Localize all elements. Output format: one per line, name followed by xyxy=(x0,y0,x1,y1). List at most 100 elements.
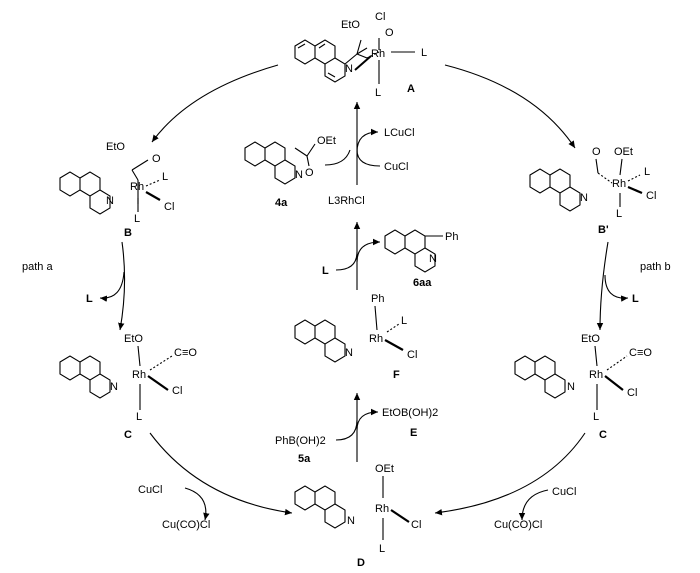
complex-F: Ph L Rh N Cl F xyxy=(294,293,417,381)
F-l-label: L xyxy=(401,315,407,327)
Bprime-rh-label: Rh xyxy=(612,178,626,190)
complex-C-left: EtO C≡O Rh N Cl L C xyxy=(59,333,197,441)
5a-formula-label: PhB(OH)2 xyxy=(275,435,326,447)
D-l-label: L xyxy=(379,543,385,555)
A-l-right-label: L xyxy=(421,47,427,59)
A-o-label: O xyxy=(385,27,394,39)
Bprime-oet-label: OEt xyxy=(614,146,633,158)
arrow-L-in xyxy=(335,251,358,271)
C-right-l-label: L xyxy=(593,411,599,423)
arrow-A-to-Bprime xyxy=(444,64,576,149)
A-cl-label: Cl xyxy=(375,11,385,23)
F-ph-label: Ph xyxy=(371,293,384,305)
arrow-A-to-B xyxy=(151,64,279,143)
6aa-ph-label: Ph xyxy=(445,231,458,243)
path-b-label: path b xyxy=(640,261,671,273)
complex-D: OEt Rh N Cl L D xyxy=(294,463,421,569)
B-n-label: N xyxy=(106,195,114,207)
B-rh-label: Rh xyxy=(130,181,144,193)
complex-A: EtO Cl O Rh L N L A xyxy=(294,11,427,99)
Bprime-l-label: L xyxy=(644,166,650,178)
A-eto-label: EtO xyxy=(341,19,360,31)
arrow-cucl-left xyxy=(184,487,210,521)
arrow-cucl-in-top xyxy=(356,149,381,167)
A-l-bottom-label: L xyxy=(375,87,381,99)
arrow-6aa-out xyxy=(356,238,381,263)
l-center-label: L xyxy=(322,265,329,277)
B-compound-label: B xyxy=(124,227,132,239)
arrow-E-out xyxy=(356,408,379,431)
F-cl-label: Cl xyxy=(407,349,417,361)
arrow-L-release-left xyxy=(99,271,125,302)
C-left-rh-label: Rh xyxy=(132,369,146,381)
4a-compound-label: 4a xyxy=(275,197,288,209)
C-left-compound-label: C xyxy=(124,429,132,441)
complex-Bprime: O OEt Rh L N Cl L B' xyxy=(529,146,656,236)
C-right-co-label: C≡O xyxy=(629,347,652,359)
D-compound-label: D xyxy=(357,557,365,569)
A-n-label: N xyxy=(345,63,353,75)
Bprime-l-bottom-label: L xyxy=(616,208,622,220)
D-oet-label: OEt xyxy=(375,463,394,475)
cucl-right-label: CuCl xyxy=(552,486,576,498)
l-right-label: L xyxy=(632,293,639,305)
A-rh-label: Rh xyxy=(371,48,385,60)
arrow-5a-in xyxy=(335,419,358,441)
4a-o-label: O xyxy=(305,167,314,179)
F-rh-label: Rh xyxy=(369,333,383,345)
6aa-compound-label: 6aa xyxy=(413,277,432,289)
B-l-label: L xyxy=(162,171,168,183)
complex-B: EtO O Rh L N L Cl B xyxy=(59,141,174,239)
C-right-n-label: N xyxy=(567,381,575,393)
A-compound-label: A xyxy=(407,83,415,95)
arrow-cucl-right xyxy=(518,489,549,521)
D-n-label: N xyxy=(347,515,355,527)
lcucl-label: LCuCl xyxy=(384,127,415,139)
cucocl-left-label: Cu(CO)Cl xyxy=(162,519,210,531)
C-right-eto-label: EtO xyxy=(581,333,600,345)
B-cl-label: Cl xyxy=(164,201,174,213)
complex-C-right: EtO C≡O Rh N Cl L C xyxy=(514,333,652,441)
F-n-label: N xyxy=(345,347,353,359)
C-right-cl-label: Cl xyxy=(627,387,637,399)
4a-n-label: N xyxy=(295,169,303,181)
cucocl-right-label: Cu(CO)Cl xyxy=(494,519,542,531)
C-left-cl-label: Cl xyxy=(172,385,182,397)
5a-compound-label: 5a xyxy=(298,453,311,465)
4a-oet-label: OEt xyxy=(317,135,336,147)
etob-label: EtOB(OH)2 xyxy=(382,407,438,419)
compound-4a: OEt O N 4a xyxy=(244,135,336,209)
D-cl-label: Cl xyxy=(411,519,421,531)
arrow-L-release-right xyxy=(604,274,629,302)
Bprime-compound-label: B' xyxy=(598,224,609,236)
C-right-rh-label: Rh xyxy=(589,369,603,381)
C-right-compound-label: C xyxy=(599,429,607,441)
D-rh-label: Rh xyxy=(375,503,389,515)
B-o-label: O xyxy=(152,153,161,165)
C-left-l-label: L xyxy=(136,411,142,423)
cucl-top-label: CuCl xyxy=(384,161,408,173)
C-left-eto-label: EtO xyxy=(124,333,143,345)
arrow-Bprime-to-C-right xyxy=(596,241,609,331)
arrow-4a-to-cycle xyxy=(324,149,351,166)
Bprime-o-label: O xyxy=(592,146,601,158)
compound-6aa: Ph N 6aa xyxy=(384,229,458,289)
benzoquinoline-ring-A xyxy=(294,39,346,83)
cucl-left-label: CuCl xyxy=(138,484,162,496)
E-compound-label: E xyxy=(410,427,417,439)
C-left-co-label: C≡O xyxy=(174,347,197,359)
l-left-label: L xyxy=(86,293,93,305)
arrow-C-right-to-D xyxy=(434,432,586,516)
B-l-bottom-label: L xyxy=(134,213,140,225)
arrow-B-to-C-left xyxy=(118,241,126,331)
arrow-lcucl-out xyxy=(356,128,379,153)
l3rhcl-label: L3RhCl xyxy=(328,195,365,207)
Bprime-n-label: N xyxy=(580,192,588,204)
path-a-label: path a xyxy=(22,261,53,273)
F-compound-label: F xyxy=(393,369,400,381)
6aa-n-label: N xyxy=(429,253,437,265)
B-eto-label: EtO xyxy=(106,141,125,153)
arrow-C-left-to-D xyxy=(149,432,293,516)
